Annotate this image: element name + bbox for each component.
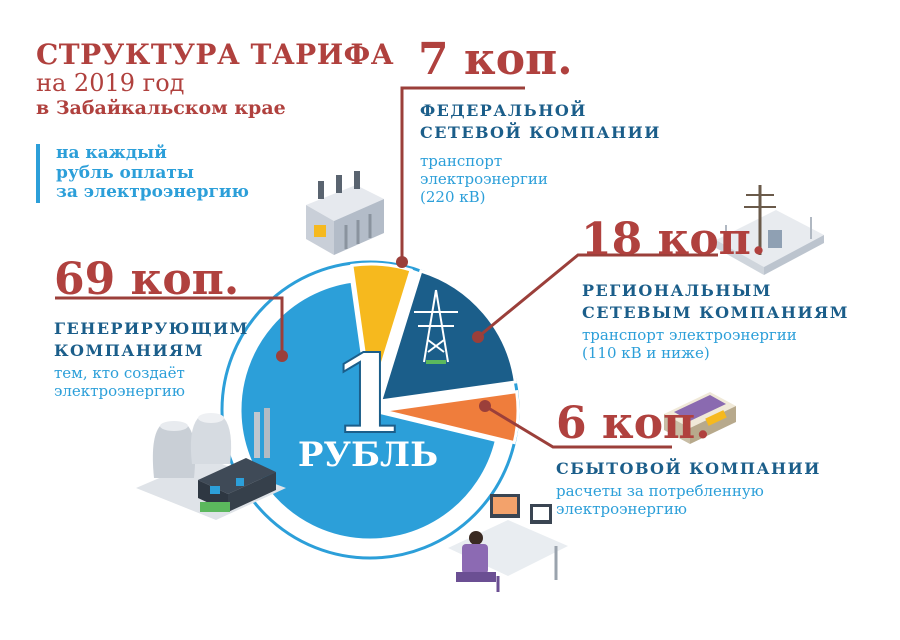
leader-line-federal: [400, 86, 525, 262]
sales-heading-line: СБЫТОВОЙ КОМПАНИИ: [556, 459, 821, 478]
sales-desc-line: расчеты за потребленную: [556, 482, 764, 500]
center-label: РУБЛЬ: [298, 435, 438, 475]
transformer-icon: [306, 171, 384, 255]
callout-generation-amount: 69 коп.: [54, 258, 239, 302]
federal-desc-line: (220 кВ): [420, 188, 486, 206]
leader-dots: [276, 256, 491, 412]
leader-line-generation: [55, 296, 284, 356]
leader-line-sales: [484, 404, 672, 449]
chart-title: СТРУКТУРА ТАРИФА на 2019 год в Забайкаль…: [36, 40, 394, 119]
regional-desc-line: транспорт электроэнергии: [582, 326, 797, 344]
power-plant-icon: [136, 408, 286, 520]
generation-desc-line: электроэнергию: [54, 382, 185, 400]
generation-heading-line: ГЕНЕРИРУЮЩИМ: [54, 319, 249, 338]
callout-sales-description: расчеты за потребленную электроэнергию: [556, 482, 764, 518]
leader-dot-sales: [479, 400, 491, 412]
callout-federal-description: транспорт электроэнергии (220 кВ): [420, 152, 548, 206]
leader-dot-regional: [472, 331, 484, 343]
federal-desc-line: электроэнергии: [420, 170, 548, 188]
leader-dot-federal: [396, 256, 408, 268]
pylon-icon: [414, 289, 458, 364]
substation-icon: [716, 185, 824, 275]
callout-federal-amount: 7 коп.: [418, 38, 573, 82]
sales-amount-text: 6 коп.: [556, 398, 711, 449]
callout-sales-heading: СБЫТОВОЙ КОМПАНИИ: [556, 458, 821, 480]
pie-slice-generation: [238, 279, 499, 542]
office-worker-icon: [448, 494, 568, 592]
callout-regional-description: транспорт электроэнергии (110 кВ и ниже): [582, 326, 797, 362]
leader-line-regional: [477, 253, 718, 339]
sales-desc-line: электроэнергию: [556, 500, 687, 518]
callout-generation-heading: ГЕНЕРИРУЮЩИМ КОМПАНИЯМ: [54, 318, 249, 361]
regional-amount-text: 18 коп.: [581, 214, 767, 265]
pie-slice-federal: [350, 262, 413, 401]
title-line-1: СТРУКТУРА ТАРИФА: [36, 38, 395, 71]
pie-slice-regional: [378, 269, 518, 403]
callout-sales-amount: 6 коп.: [556, 402, 711, 446]
callout-federal-heading: ФЕДЕРАЛЬНОЙ СЕТЕВОЙ КОМПАНИИ: [420, 100, 661, 143]
federal-heading-line: СЕТЕВОЙ КОМПАНИИ: [420, 122, 661, 142]
subtitle-line: за электроэнергию: [56, 182, 249, 203]
federal-amount-text: 7 коп.: [418, 34, 573, 85]
federal-desc-line: транспорт: [420, 152, 503, 170]
regional-heading-line: РЕГИОНАЛЬНЫМ: [582, 281, 772, 300]
callout-generation-description: тем, кто создаёт электроэнергию: [54, 364, 185, 400]
pie-slices: [238, 262, 520, 542]
subtitle-line: на каждый: [56, 143, 167, 163]
regional-heading-line: СЕТЕВЫМ КОМПАНИЯМ: [582, 302, 849, 322]
title-line-3: в Забайкальском крае: [36, 96, 286, 119]
regional-desc-line: (110 кВ и ниже): [582, 344, 710, 362]
chart-subtitle: на каждый рубль оплаты за электроэнергию: [36, 143, 286, 203]
title-line-2: на 2019 год: [36, 69, 185, 98]
callout-regional-heading: РЕГИОНАЛЬНЫМ СЕТЕВЫМ КОМПАНИЯМ: [582, 280, 849, 323]
generation-heading-line: КОМПАНИЯМ: [54, 340, 204, 360]
center-number: 1: [330, 332, 405, 458]
callout-regional-amount: 18 коп.: [581, 218, 766, 262]
leader-dot-generation: [276, 350, 288, 362]
money-stack-icon: [664, 392, 736, 444]
generation-desc-line: тем, кто создаёт: [54, 364, 185, 382]
subtitle-line: рубль оплаты: [56, 162, 194, 183]
generation-amount-text: 69 коп.: [54, 254, 240, 305]
leader-lines: [55, 86, 718, 449]
federal-heading-line: ФЕДЕРАЛЬНОЙ: [420, 101, 587, 120]
